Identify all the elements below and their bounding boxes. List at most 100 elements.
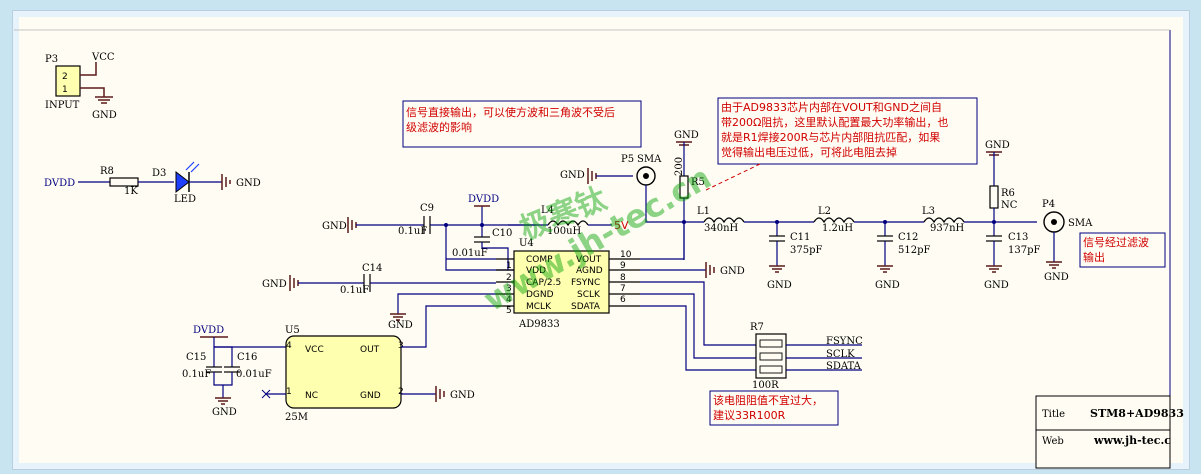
- r6-ref: R6: [1001, 188, 1015, 199]
- p3-body: [55, 65, 81, 97]
- spi-nets: R7 100R FSYNC SCLK SDATA: [640, 281, 863, 391]
- r8-body: [109, 177, 139, 187]
- note-direct-output: 信号直接输出，可以使方波和三角波不受后 级滤波的影响: [402, 100, 642, 148]
- u4-pin-sdata: SDATA: [571, 302, 601, 312]
- led-gnd: GND: [236, 178, 261, 189]
- r7-body: [755, 333, 787, 379]
- r7-ref: R7: [750, 322, 764, 333]
- gnd-agnd: GND: [720, 266, 745, 277]
- led-name: LED: [174, 194, 196, 205]
- u4-pin-agnd: AGND: [576, 266, 603, 276]
- u4-pin-cap: CAP/2.5: [526, 278, 561, 288]
- c14-ref: C14: [362, 263, 382, 274]
- p3-ref: P3: [45, 54, 58, 65]
- r5-val: 200: [674, 157, 685, 176]
- net-fsync: FSYNC: [826, 336, 863, 347]
- p3-gnd: GND: [92, 110, 117, 121]
- note3-line2: 输出: [1083, 250, 1105, 264]
- c11-ref: C11: [790, 232, 810, 243]
- u4-pin-vout: VOUT: [576, 255, 602, 265]
- gnd-c9: GND: [322, 221, 347, 232]
- note4-line1: 该电阻阻值不宜过大，: [713, 393, 823, 407]
- title-block: Title STM8+AD9833 Web www.jh-tec.c: [1035, 395, 1184, 469]
- c13-val: 137pF: [1008, 245, 1040, 256]
- chip-u5: DVDD U5 4 VCC OUT 3 1 NC GND 2 25M GND C…: [182, 305, 496, 423]
- r7-val: 100R: [752, 380, 779, 391]
- gnd-u5: GND: [450, 390, 475, 401]
- u5-ref: U5: [285, 325, 300, 336]
- c10-ref: C10: [492, 228, 512, 239]
- u5-body: [285, 335, 402, 409]
- r6-block: GND R6 NC: [985, 140, 1018, 222]
- u4-pin-comp: COMP: [526, 255, 553, 265]
- l3-val: 937nH: [930, 223, 965, 234]
- c11-val: 375pF: [790, 245, 822, 256]
- c16-val: 0.01uF: [236, 369, 272, 380]
- l4-val: 100uH: [547, 226, 582, 237]
- u4-pin-vdd: VDD: [526, 266, 546, 276]
- u4-body: [513, 250, 610, 314]
- l1-val: 340nH: [704, 223, 739, 234]
- c16-ref: C16: [237, 352, 257, 363]
- u4-pin-mclk: MCLK: [526, 302, 552, 312]
- u4-pin-3: 3: [506, 284, 512, 294]
- gnd-c12: GND: [875, 280, 900, 291]
- gnd-r6: GND: [985, 140, 1010, 151]
- u5-pin3: 3: [398, 341, 404, 351]
- u4-pin-8: 8: [620, 273, 626, 283]
- u4-pin-7: 7: [620, 284, 626, 294]
- chip-u4: U4 AD9833 1 COMP 2 VDD 3 CAP/2.5 4 DGND …: [446, 222, 745, 330]
- p4-gnd: GND: [1044, 272, 1069, 283]
- u5-pin1: 1: [286, 387, 292, 397]
- u4-pin-6: 6: [620, 295, 626, 305]
- l1-ref: L1: [697, 206, 710, 217]
- c14-block: GND C14 0.1uF GND: [262, 263, 496, 331]
- gnd-c15: GND: [212, 407, 237, 418]
- u4-pin-1: 1: [506, 261, 512, 271]
- u4-pin-2: 2: [506, 273, 512, 283]
- u5-pin-out: OUT: [360, 345, 380, 355]
- u5-pin-gnd: GND: [360, 391, 381, 401]
- gnd-c11: GND: [767, 280, 792, 291]
- note-impedance: 由于AD9833芯片内部在VOUT和GND之间自 带200Ω阻抗，这里默认配置最…: [705, 97, 978, 191]
- note2-line4: 觉得输出电压过低，可将此电阻去掉: [721, 145, 897, 159]
- c12-ref: C12: [898, 232, 918, 243]
- u4-pin-fsync: FSYNC: [571, 278, 600, 288]
- connector-p5: P5 SMA: [621, 154, 684, 223]
- title-value: STM8+AD9833: [1090, 407, 1184, 420]
- u4-pin-5: 5: [506, 306, 512, 316]
- c10-val: 0.01uF: [452, 248, 488, 259]
- l2-val: 1.2uH: [822, 223, 853, 234]
- u4-pin-4: 4: [506, 295, 512, 305]
- title-label: Title: [1042, 409, 1065, 420]
- schematic-sheet: [12, 10, 1190, 470]
- c9-ref: C9: [420, 203, 434, 214]
- gnd-c13: GND: [984, 280, 1009, 291]
- r8-val: 1K: [124, 186, 138, 197]
- r6-body: [989, 185, 999, 209]
- p5-name: SMA: [637, 154, 662, 165]
- l4-ref: L4: [541, 205, 554, 216]
- lc-filter: L1 340nH C11 375pF GND L2 1.2uH C12 512p…: [684, 206, 1040, 291]
- v5-label: 5V: [614, 219, 629, 232]
- r6-val: NC: [1001, 200, 1018, 211]
- web-value: www.jh-tec.c: [1093, 434, 1171, 447]
- u5-pin-vcc: VCC: [305, 345, 324, 355]
- u5-pin4: 4: [286, 341, 292, 351]
- connector-p3: P3 2 1 INPUT VCC GND: [45, 52, 117, 121]
- u5-name: 25M: [285, 412, 308, 423]
- p3-pin1: 1: [62, 85, 68, 95]
- p4-ref: P4: [1042, 199, 1055, 210]
- r5-ref: R5: [691, 177, 705, 188]
- u5-pin-nc: NC: [305, 391, 318, 401]
- u4-pin-9: 9: [620, 261, 626, 271]
- p3-pin2: 2: [62, 72, 68, 82]
- r8-ref: R8: [100, 166, 114, 177]
- u5-pin2: 2: [398, 387, 404, 397]
- note1-line1: 信号直接输出，可以使方波和三角波不受后: [406, 105, 615, 119]
- d3-ref: D3: [152, 168, 166, 179]
- u4-pin-sclk: SCLK: [577, 290, 601, 300]
- c15-ref: C15: [186, 352, 206, 363]
- gnd-dgnd: GND: [388, 320, 413, 331]
